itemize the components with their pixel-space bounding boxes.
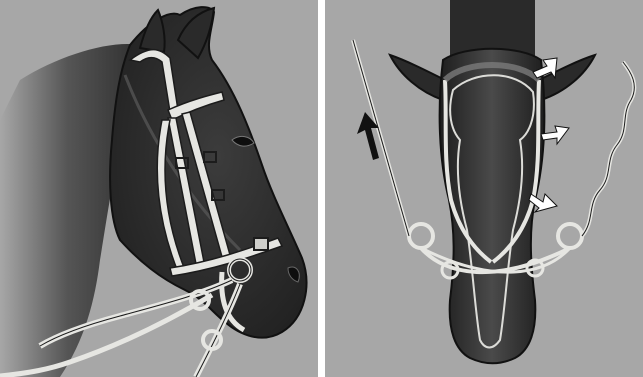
bit-ring-left bbox=[409, 224, 433, 248]
front-view-illustration bbox=[325, 0, 643, 377]
noseband-buckle bbox=[254, 238, 268, 250]
ear-left bbox=[390, 55, 445, 100]
right-panel bbox=[325, 0, 643, 377]
rein-right-wavy bbox=[582, 62, 634, 236]
side-view-illustration bbox=[0, 0, 318, 377]
bit-ring-right bbox=[558, 224, 582, 248]
left-panel bbox=[0, 0, 318, 377]
horse-face bbox=[440, 49, 545, 364]
